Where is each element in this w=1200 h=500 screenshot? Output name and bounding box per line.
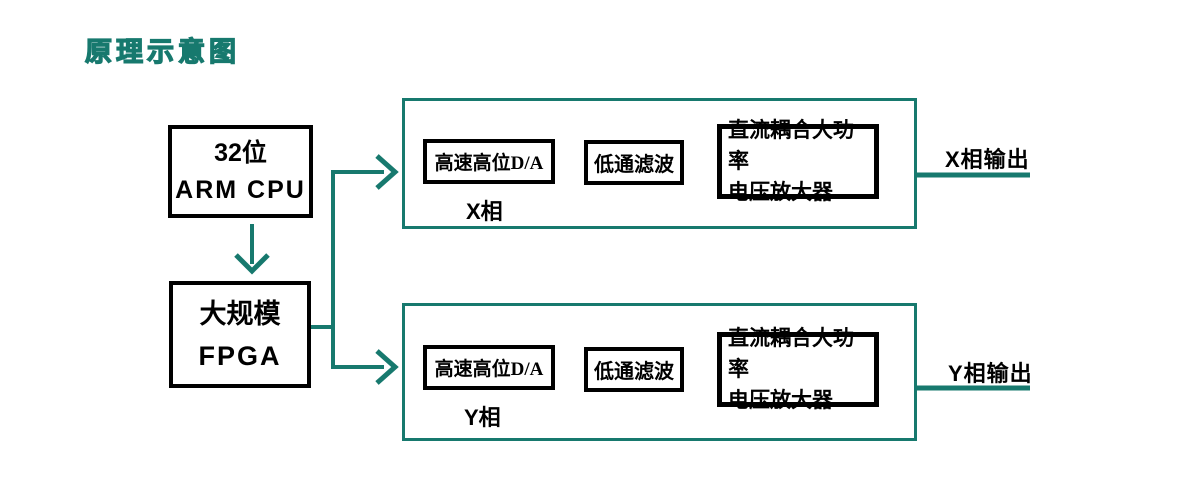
branch-top-arrowhead-icon [375, 154, 399, 190]
cpu-block-line2: ARM CPU [175, 175, 306, 204]
channel-x-amplifier-block: 直流耦合大功率 电压放大器 [717, 118, 879, 204]
cpu-block-line1: 32位 [214, 138, 267, 167]
channel-x-amplifier-line2: 电压放大器 [728, 180, 833, 204]
channel-y-output-label: Y相输出 [948, 361, 1033, 386]
fpga-block-line1: 大规模 [199, 298, 281, 329]
channel-y-dac-label: 高速高位D/A [434, 359, 544, 380]
channel-y-filter-block: 低通滤波 [584, 347, 684, 392]
channel-x-dac-block: 高速高位D/A [423, 139, 555, 184]
channel-x-amplifier-line1: 直流耦合大功率 [728, 118, 854, 173]
channel-x-dac-label: 高速高位D/A [434, 153, 544, 174]
cpu-block: 32位 ARM CPU [168, 125, 313, 218]
page-title: 原理示意图 [84, 36, 240, 67]
channel-y-dac-block: 高速高位D/A [423, 345, 555, 390]
channel-x-phase-label: X相 [466, 199, 503, 224]
branch-bottom-arrowhead-icon [375, 349, 399, 385]
channel-x-filter-label: 低通滤波 [594, 154, 674, 176]
channel-y-amplifier-block: 直流耦合大功率 电压放大器 [717, 326, 879, 412]
channel-x-frame [402, 98, 917, 229]
channel-y-amplifier-line2: 电压放大器 [728, 388, 833, 412]
channel-x-output-label: X相输出 [945, 147, 1030, 172]
channel-y-filter-label: 低通滤波 [594, 361, 674, 383]
channel-x-filter-block: 低通滤波 [584, 140, 684, 185]
fpga-block-line2: FPGA [198, 340, 282, 371]
channel-y-amplifier-line1: 直流耦合大功率 [728, 326, 854, 381]
cpu-to-fpga-arrowhead-icon [234, 253, 270, 275]
channel-y-frame [402, 303, 917, 441]
fpga-block: 大规模 FPGA [169, 281, 311, 388]
channel-y-phase-label: Y相 [464, 405, 501, 430]
